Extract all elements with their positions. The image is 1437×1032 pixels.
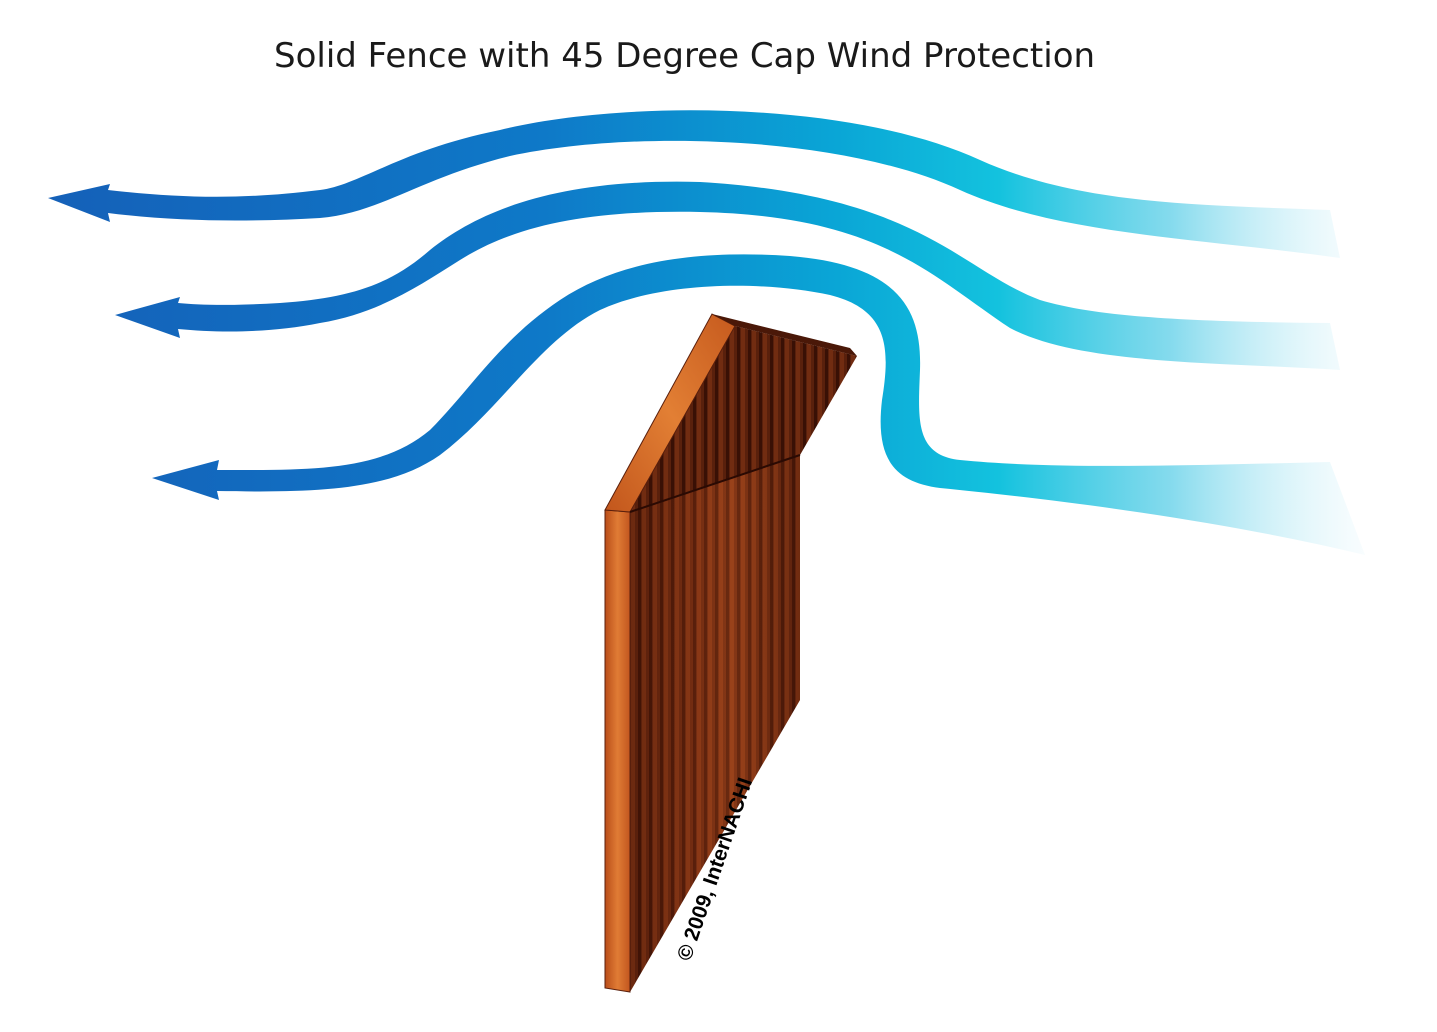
diagram-title: Solid Fence with 45 Degree Cap Wind Prot… <box>274 36 1095 76</box>
wind-stream-middle <box>115 181 1340 370</box>
solid-fence-with-cap: © 2009, InterNACHI <box>604 313 857 993</box>
wind-stream-top <box>48 110 1340 258</box>
cap-slatted-face <box>630 326 857 512</box>
wind-arrow-middle <box>115 181 1340 370</box>
wind-stream-bottom <box>152 254 1365 555</box>
fence-front-edge <box>604 509 631 993</box>
cap-crease <box>629 454 801 513</box>
fence-face-shade <box>630 455 800 992</box>
cap-end-edge <box>712 314 857 356</box>
wind-arrow-top <box>48 110 1340 258</box>
cap-face-shade <box>630 326 857 512</box>
wind-arrow-bottom <box>152 254 1365 555</box>
